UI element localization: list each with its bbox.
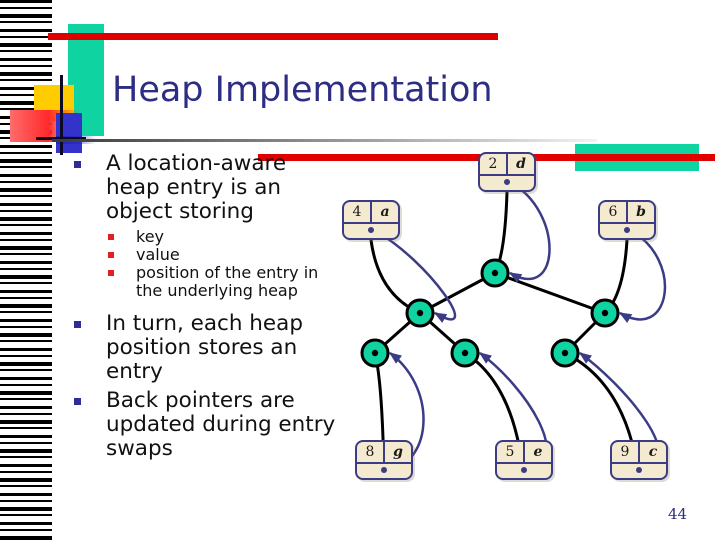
sub-bullet-item-2-label: value (136, 245, 180, 264)
entry-value: c (648, 444, 658, 460)
entry-position-field (612, 462, 666, 478)
sub-bullet-list: key value position of the entry in the u… (72, 228, 337, 300)
entry-key: 5 (497, 442, 525, 462)
entry-value: d (516, 156, 526, 172)
sub-bullet-item-3: position of the entry in the underlying … (106, 264, 337, 300)
sub-bullet-item-2: value (106, 246, 337, 264)
bullet-item-1: A location-aware heap entry is an object… (72, 152, 337, 224)
bullet-item-2-label: In turn, each heap position stores an en… (106, 311, 303, 384)
entry-position-field (497, 462, 551, 478)
green-block-upper-right (575, 144, 699, 154)
square-bullet-icon (108, 270, 114, 276)
horizontal-rule-decoration (36, 137, 86, 140)
entry-value: e (533, 444, 543, 460)
bullet-item-1-label: A location-aware heap entry is an object… (106, 151, 287, 224)
entry-key: 8 (357, 442, 385, 462)
sub-bullet-item-3-label: position of the entry in the underlying … (136, 263, 319, 300)
entry-position-field (480, 174, 534, 190)
back-pointer-dot-icon (636, 467, 642, 473)
entry-position-field (344, 222, 398, 238)
square-bullet-icon (74, 161, 81, 168)
entry-position-field (357, 462, 411, 478)
grey-divider-line (52, 139, 597, 142)
back-pointer-dot-icon (624, 227, 630, 233)
square-bullet-icon (108, 234, 114, 240)
bullet-item-3: Back pointers are updated during entry s… (72, 389, 337, 461)
back-pointer-dot-icon (368, 227, 374, 233)
bullet-list: A location-aware heap entry is an object… (72, 152, 337, 461)
entry-key: 2 (480, 154, 508, 174)
entry-value: g (393, 444, 403, 460)
page-number: 44 (668, 505, 688, 523)
entry-position-field (600, 222, 654, 238)
entry-value: b (636, 204, 646, 220)
green-block-lower-right (575, 161, 699, 171)
back-pointer-dot-icon (504, 179, 510, 185)
bullet-item-3-label: Back pointers are updated during entry s… (106, 388, 336, 461)
sub-bullet-item-1-label: key (136, 227, 165, 246)
top-red-bar (48, 33, 498, 40)
bullet-item-2: In turn, each heap position stores an en… (72, 312, 337, 384)
square-bullet-icon (74, 321, 81, 328)
square-bullet-icon (74, 398, 81, 405)
entry-key: 6 (600, 202, 628, 222)
back-pointer-dot-icon (381, 467, 387, 473)
barcode-stripe-decoration (0, 0, 52, 540)
back-pointer-dot-icon (521, 467, 527, 473)
square-bullet-icon (108, 252, 114, 258)
entry-value: a (380, 204, 390, 220)
sub-bullet-item-1: key (106, 228, 337, 246)
vertical-rule-decoration (60, 75, 63, 155)
page-title: Heap Implementation (112, 70, 493, 110)
entry-key: 4 (344, 202, 372, 222)
entry-key: 9 (612, 442, 640, 462)
